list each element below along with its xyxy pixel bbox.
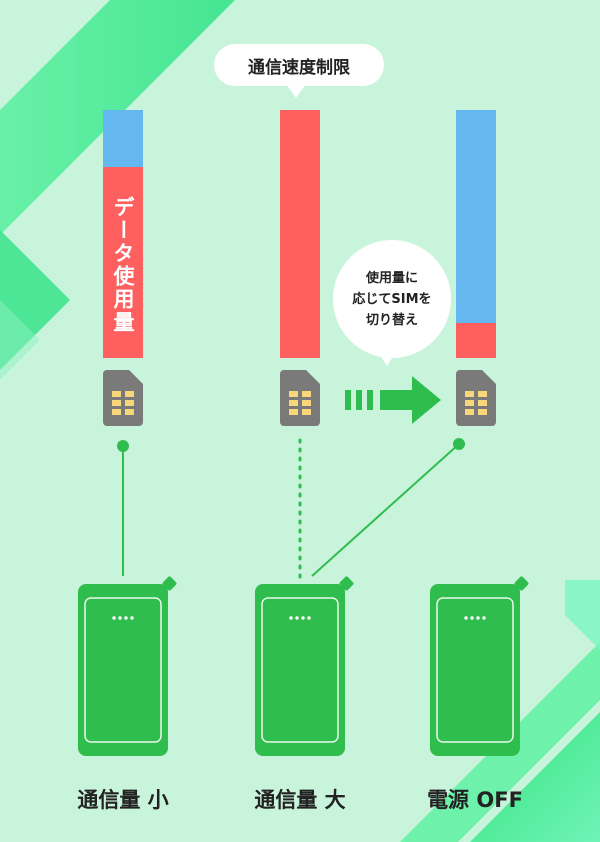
- speed-limit-bubble-tail: [286, 84, 306, 98]
- switch-sim-bubble-tail: [378, 352, 396, 366]
- sim-card-icon: [280, 370, 320, 426]
- device-icon: [78, 576, 177, 756]
- sim-card-icon: [103, 370, 143, 426]
- sim-card-icon: [456, 370, 496, 426]
- usage-bar-1: [103, 110, 143, 358]
- connector-lines: [122, 438, 460, 580]
- switch-bubble-line: 切り替え: [365, 312, 418, 328]
- device-icon: [430, 576, 529, 756]
- usage-bar-2: [280, 110, 320, 358]
- switch-bubble-line: 使用量に: [365, 270, 418, 286]
- device-label-power-off: 電源 OFF: [427, 788, 523, 812]
- usage-bar-3: [456, 110, 496, 358]
- switch-arrow-icon: [345, 376, 441, 424]
- data-usage-label: データ使用量: [111, 196, 135, 334]
- switch-sim-bubble: 使用量に 応じてSIMを 切り替え: [333, 240, 451, 358]
- connector-dot: [117, 440, 129, 452]
- device-label-high-traffic: 通信量 大: [254, 788, 346, 812]
- connector-dot: [453, 438, 465, 450]
- switch-bubble-line: 応じてSIMを: [352, 291, 432, 307]
- device-label-low-traffic: 通信量 小: [77, 788, 169, 812]
- speed-limit-bubble: 通信速度制限: [214, 44, 384, 86]
- device-icon: [255, 576, 354, 756]
